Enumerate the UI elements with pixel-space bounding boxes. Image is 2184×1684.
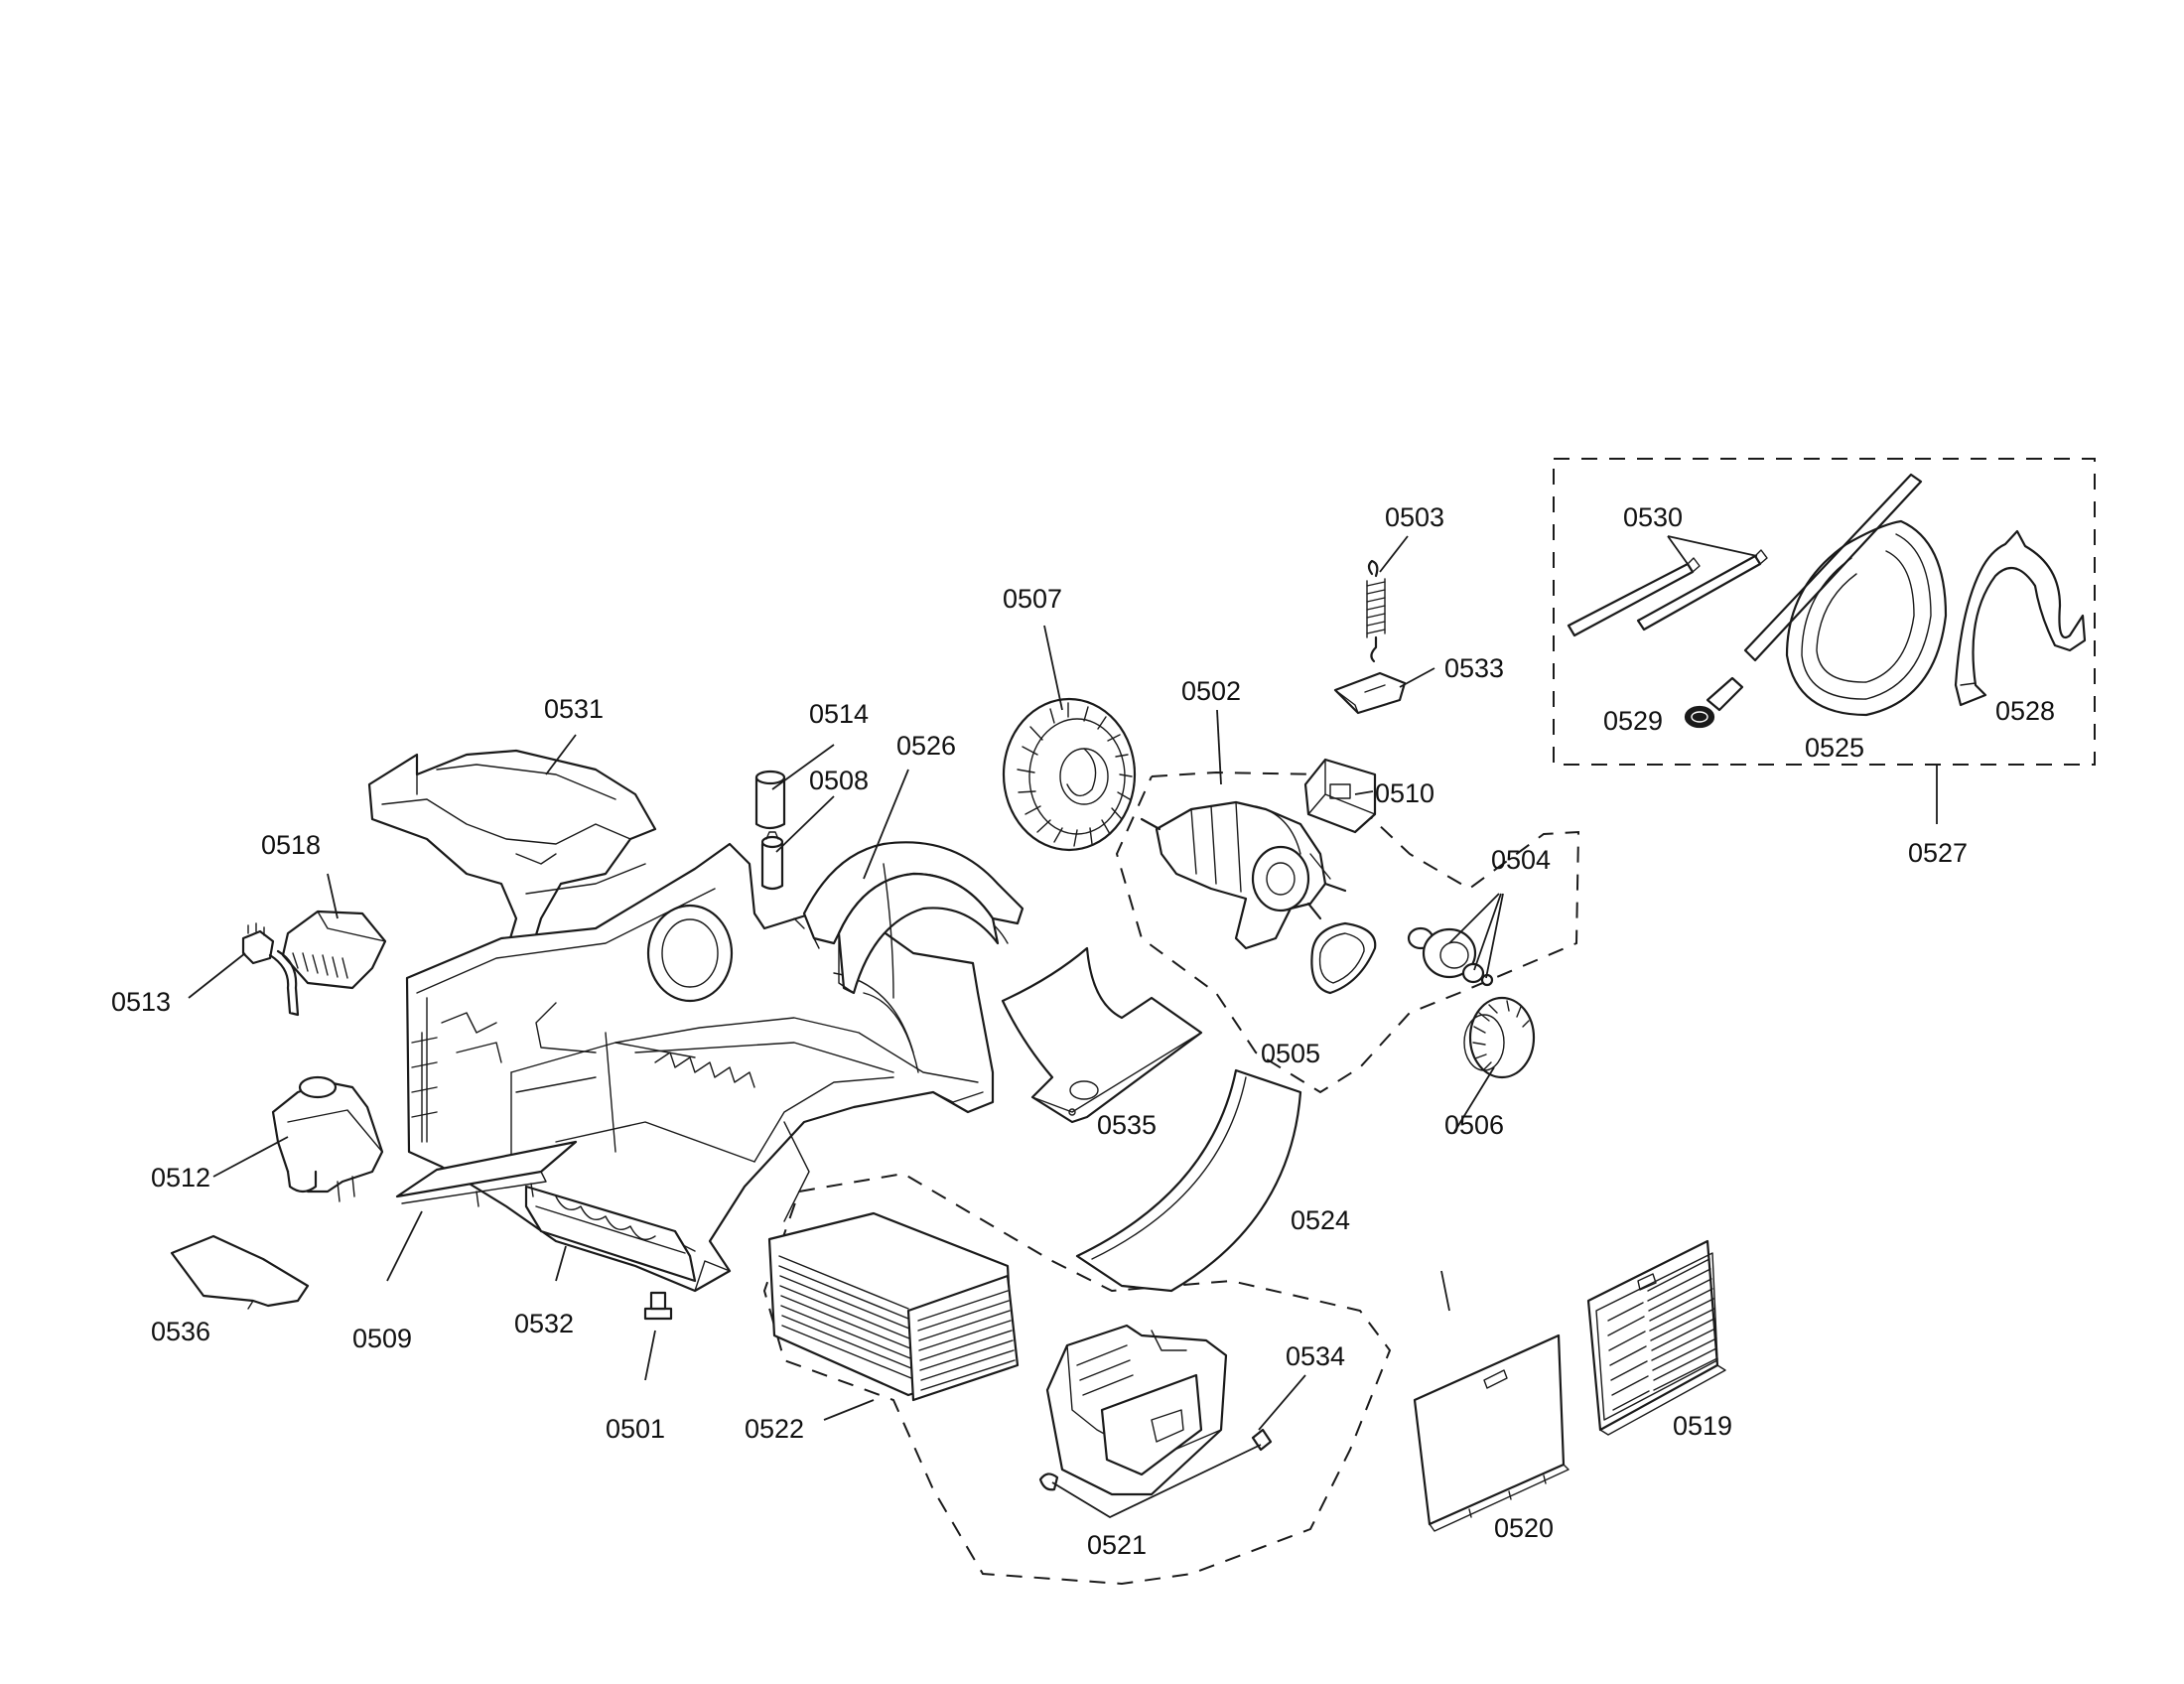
part-0510-switch [1303, 758, 1377, 834]
part-0536-plate [170, 1234, 310, 1310]
motor-group-outline [1115, 771, 1580, 1094]
label-0506: 0506 [1444, 1110, 1504, 1140]
label-0527: 0527 [1908, 838, 1968, 868]
label-0518: 0518 [261, 830, 321, 860]
part-0518-cover [281, 910, 387, 990]
leader-lines [188, 535, 1758, 1519]
part-0528-hose-bracket [1954, 529, 2087, 707]
condenser-group-outline [762, 1172, 1392, 1586]
label-0519: 0519 [1673, 1411, 1732, 1441]
part-0507-blower-wheel [1002, 697, 1137, 852]
part-0522-condenser [767, 1211, 1020, 1402]
part-0506-fan-wheel [1463, 996, 1536, 1079]
part-0534-condenser-cover [1045, 1324, 1228, 1496]
label-0524: 0524 [1291, 1205, 1350, 1235]
label-0503: 0503 [1385, 502, 1444, 532]
group-outlines [762, 458, 2096, 1586]
part-labels: 0531 0514 0508 0526 0507 0502 0503 0533 … [111, 502, 2055, 1560]
part-0504-pulley [1407, 926, 1494, 987]
part-0530-feet [1567, 549, 1768, 637]
label-0531: 0531 [544, 694, 604, 724]
label-0504: 0504 [1491, 845, 1551, 875]
label-0510: 0510 [1375, 778, 1434, 808]
part-0513-sensor [241, 922, 300, 1017]
part-0529-hose-adapter [1684, 676, 1744, 729]
part-0502-motor [1140, 800, 1347, 950]
part-0524-seal-strip [1075, 1068, 1302, 1293]
label-0528: 0528 [1995, 696, 2055, 726]
part-0535-heat-shield [1001, 946, 1203, 1124]
label-0507: 0507 [1003, 584, 1062, 614]
part-0525-hose [1743, 473, 1948, 717]
accessory-kit-group-box [1553, 458, 2096, 766]
label-0508: 0508 [809, 766, 869, 795]
label-0522: 0522 [745, 1414, 804, 1444]
label-0520: 0520 [1494, 1513, 1554, 1543]
label-0525: 0525 [1805, 733, 1864, 763]
label-0530: 0530 [1623, 502, 1683, 532]
label-0534: 0534 [1286, 1341, 1345, 1371]
label-0532: 0532 [514, 1309, 574, 1338]
label-0512: 0512 [151, 1163, 210, 1193]
label-0529: 0529 [1603, 706, 1663, 736]
label-0533: 0533 [1444, 653, 1504, 683]
label-0513: 0513 [111, 987, 171, 1017]
part-0531-top-duct [367, 749, 657, 970]
label-0502: 0502 [1181, 676, 1241, 706]
label-0501: 0501 [606, 1414, 665, 1444]
part-0533-bracket [1333, 671, 1407, 715]
part-0503-spring [1366, 559, 1386, 663]
part-0532-front-rail [524, 1185, 697, 1283]
part-0512-pump [271, 1075, 384, 1202]
part-0520-door-panel [1413, 1333, 1570, 1532]
label-0509: 0509 [352, 1324, 412, 1353]
label-0521: 0521 [1087, 1530, 1147, 1560]
label-0514: 0514 [809, 699, 869, 729]
label-0536: 0536 [151, 1317, 210, 1346]
part-0514-capacitor [754, 770, 786, 830]
label-0505: 0505 [1261, 1039, 1320, 1068]
part-0505-belt [1310, 921, 1377, 995]
part-0526-drum-shroud [793, 841, 1024, 999]
part-0501-foot [643, 1291, 673, 1321]
part-0519-grille-panel [1586, 1239, 1726, 1436]
label-0535: 0535 [1097, 1110, 1157, 1140]
part-0508-capacitor [760, 831, 784, 891]
part-0509-filter-plate [395, 1140, 578, 1207]
label-0526: 0526 [896, 731, 956, 761]
